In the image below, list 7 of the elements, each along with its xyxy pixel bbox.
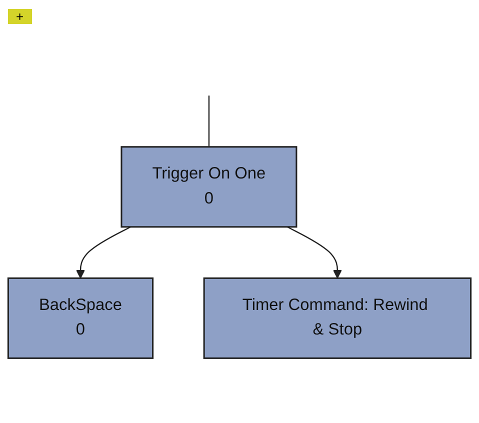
arrow <box>76 226 131 279</box>
add-port-button: + <box>8 9 32 24</box>
node-box: Trigger On One 0 <box>120 146 298 228</box>
arrow <box>286 226 342 279</box>
connector <box>208 96 210 147</box>
node-box: BackSpace 0 <box>7 277 154 359</box>
node-box: Timer Command: Rewind & Stop <box>203 277 472 359</box>
